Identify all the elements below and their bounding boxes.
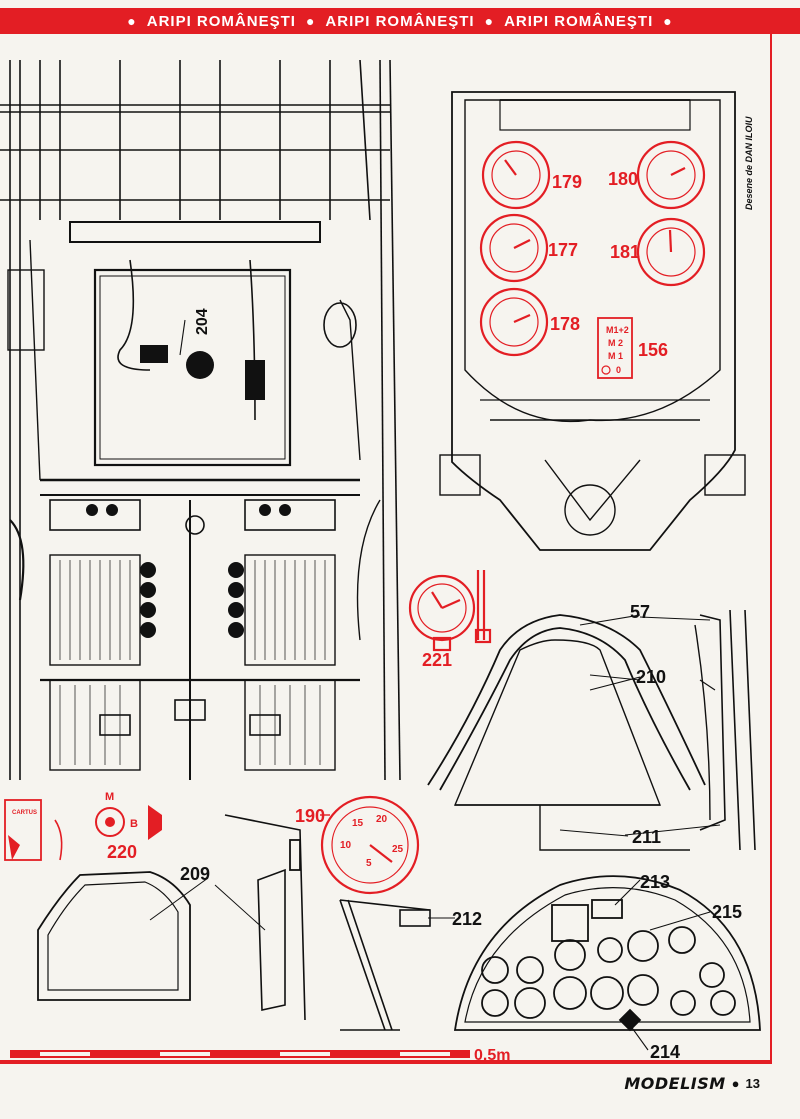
windscreen-drawing bbox=[427, 609, 756, 851]
seat-back-209-drawing bbox=[37, 814, 306, 1021]
leader-lines bbox=[179, 319, 716, 1051]
switch-m12: M1+2 bbox=[606, 325, 629, 335]
label-181: 181 bbox=[610, 242, 640, 262]
label-214: 214 bbox=[650, 1042, 680, 1062]
label-220: 220 bbox=[107, 842, 137, 862]
footer-brand: MODELISM bbox=[624, 1074, 726, 1093]
scale-bar bbox=[10, 1050, 470, 1058]
gauge-179 bbox=[481, 140, 551, 210]
label-57: 57 bbox=[630, 602, 650, 622]
label-211: 211 bbox=[632, 827, 661, 847]
drawing-frame bbox=[0, 34, 772, 1064]
gauge-178 bbox=[479, 287, 549, 357]
dial-190-10: 10 bbox=[340, 840, 352, 851]
label-179: 179 bbox=[552, 172, 582, 192]
label-213: 213 bbox=[640, 872, 670, 892]
footer: MODELISM ● 13 bbox=[624, 1074, 760, 1093]
cockpit-structure-drawing bbox=[0, 59, 401, 781]
small-annotations: M1+2 M 2 M 1 0 M B 15 20 10 25 5 CARTUS … bbox=[12, 325, 629, 1064]
label-204: 204 bbox=[194, 308, 211, 335]
gauge-181 bbox=[636, 217, 706, 287]
page-number: 13 bbox=[745, 1076, 760, 1091]
label-190: 190 bbox=[295, 806, 325, 826]
label-156: 156 bbox=[638, 340, 668, 360]
label-178: 178 bbox=[550, 314, 580, 334]
switch-m2: M 2 bbox=[608, 338, 623, 348]
header-title-3: ARIPI ROMÂNEŞTI bbox=[504, 12, 654, 30]
cartus-label: CARTUS bbox=[12, 810, 37, 816]
upper-instrument-panel-drawing bbox=[439, 91, 746, 551]
dial-190-5: 5 bbox=[366, 858, 372, 869]
label-221: 221 bbox=[422, 650, 452, 670]
callout-labels: 204 179 180 177 181 178 156 221 57 210 2… bbox=[107, 169, 742, 1062]
label-177: 177 bbox=[548, 240, 578, 260]
gauge-180 bbox=[636, 140, 706, 210]
header-title-1: ARIPI ROMÂNEŞTI bbox=[146, 12, 296, 30]
clock-221 bbox=[408, 570, 492, 652]
red-gauges-upper bbox=[479, 140, 706, 379]
switch-panel-156 bbox=[597, 317, 633, 379]
label-180: 180 bbox=[608, 169, 638, 189]
header-band: ● ARIPI ROMÂNEŞTI ● ARIPI ROMÂNEŞTI ● AR… bbox=[0, 8, 800, 34]
dial-220-mid: B bbox=[130, 818, 138, 830]
dial-220-top: M bbox=[105, 791, 114, 803]
dial-220 bbox=[4, 799, 162, 861]
dial-190-15: 15 bbox=[352, 818, 364, 829]
gauge-190 bbox=[320, 795, 420, 895]
label-209: 209 bbox=[180, 864, 210, 884]
label-212: 212 bbox=[452, 909, 482, 929]
lower-instrument-panel-drawing bbox=[453, 875, 761, 1032]
label-215: 215 bbox=[712, 902, 742, 922]
part-212-drawing bbox=[339, 899, 431, 1031]
switch-0: 0 bbox=[616, 365, 621, 375]
page-number-dot: ● bbox=[731, 1076, 740, 1091]
header-title-2: ARIPI ROMÂNEŞTI bbox=[325, 12, 475, 30]
gauge-177 bbox=[479, 213, 549, 283]
dial-190-20: 20 bbox=[376, 814, 388, 825]
dial-190-25: 25 bbox=[392, 844, 404, 855]
scale-label: 0.5m bbox=[474, 1047, 510, 1064]
label-210: 210 bbox=[636, 667, 666, 687]
switch-m1: M 1 bbox=[608, 351, 623, 361]
